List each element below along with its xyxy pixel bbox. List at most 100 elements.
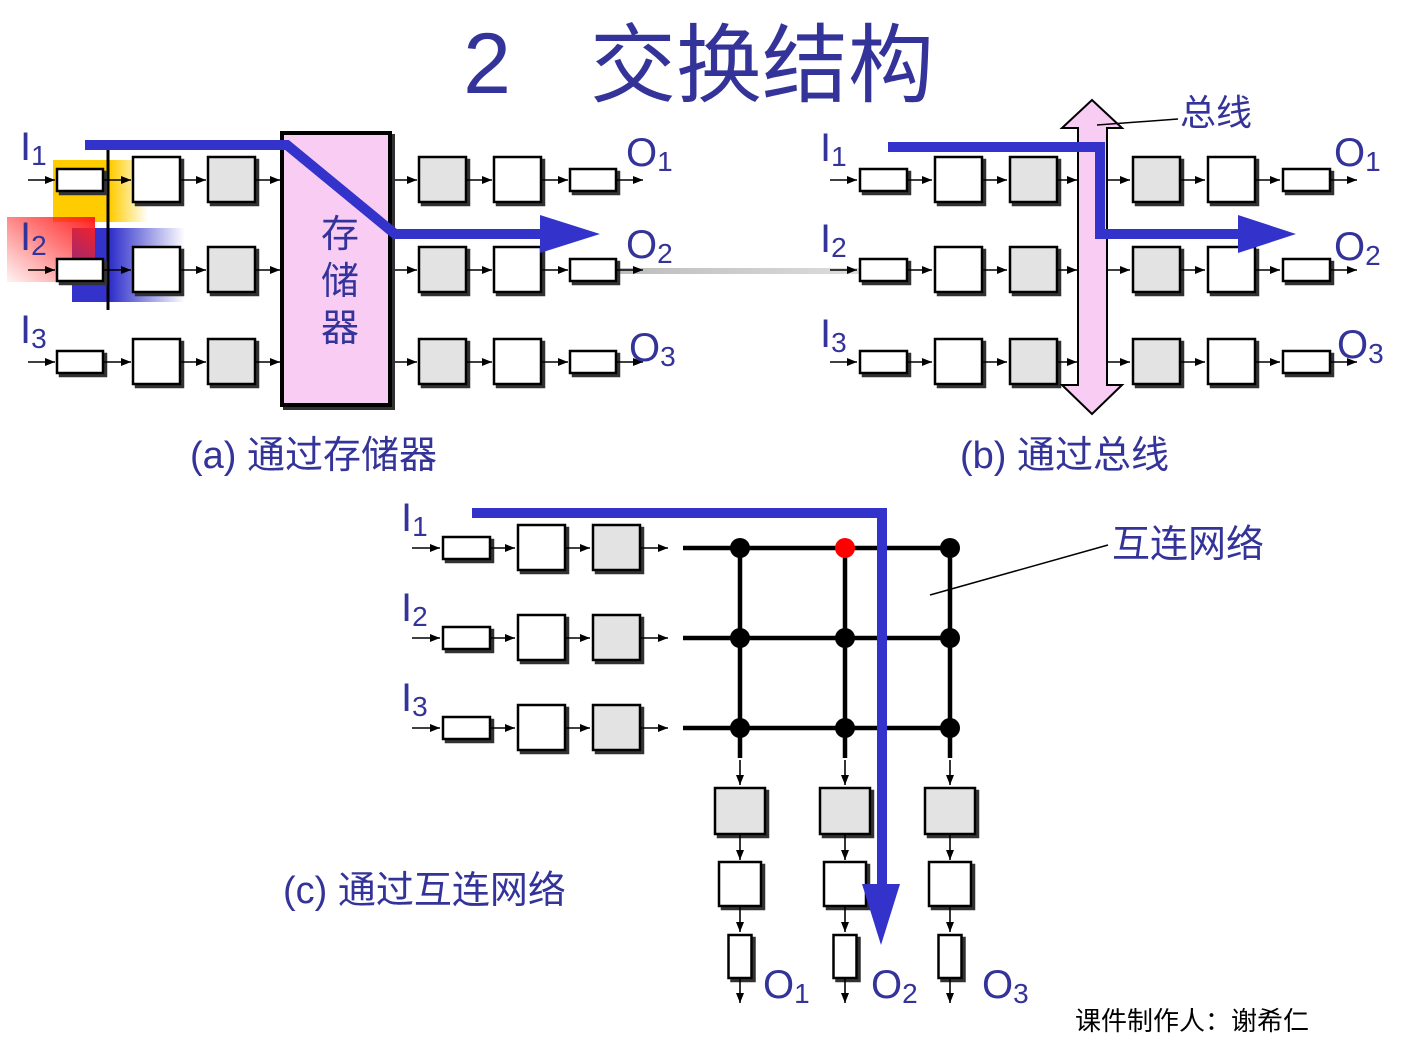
route-arrowhead	[862, 884, 900, 945]
output-processor	[417, 245, 468, 294]
input-label-2: I2	[401, 586, 428, 632]
input-row-2	[412, 613, 668, 662]
output-port	[1281, 167, 1332, 193]
label-letter: I	[401, 586, 412, 630]
output-label-1: O1	[626, 131, 673, 177]
label-subscript: 2	[31, 230, 47, 261]
network-output-ports	[713, 760, 977, 1003]
panel-link-line	[620, 268, 860, 274]
input-buffer	[933, 155, 984, 204]
label-subscript: 2	[902, 978, 918, 1009]
label-letter: I	[820, 312, 831, 356]
output-processor	[1131, 155, 1182, 204]
input-processor	[206, 155, 257, 204]
label-letter: O	[626, 131, 657, 175]
output-buffer	[492, 337, 543, 386]
route-line	[472, 508, 887, 888]
label-letter: I	[820, 126, 831, 170]
bus-switch-ports	[830, 155, 1357, 386]
crosspoint	[940, 538, 960, 558]
input-label-2: I2	[20, 215, 47, 261]
input-row-1	[412, 523, 668, 572]
output-buffer	[717, 860, 763, 908]
input-buffer	[933, 337, 984, 386]
input-buffer	[131, 245, 182, 294]
input-processor	[1008, 155, 1059, 204]
network-label: 互连网络	[1112, 524, 1264, 566]
output-processor	[923, 786, 977, 836]
label-subscript: 1	[412, 511, 428, 542]
memory-label-char: 器	[321, 308, 359, 350]
output-port	[568, 257, 618, 283]
input-buffer	[131, 337, 182, 386]
label-letter: I	[20, 308, 31, 352]
crosspoint	[730, 628, 750, 648]
caption-memory: (a) 通过存储器	[190, 435, 437, 477]
output-processor	[818, 786, 872, 836]
output-port	[1281, 257, 1332, 283]
input-port	[55, 349, 105, 375]
output-buffer	[492, 245, 543, 294]
label-subscript: 1	[31, 140, 47, 171]
crosspoint-active	[835, 538, 855, 558]
output-port	[568, 349, 618, 375]
label-subscript: 3	[1013, 978, 1029, 1009]
bus-double-arrow	[1059, 98, 1125, 416]
route-line	[85, 140, 545, 239]
input-buffer	[131, 155, 182, 204]
label-letter: O	[629, 326, 660, 370]
input-port	[858, 257, 909, 283]
memory-switch-ports	[28, 155, 643, 386]
bus-label: 总线	[1180, 92, 1252, 133]
crosspoint	[730, 538, 750, 558]
output-buffer	[492, 155, 543, 204]
input-processor	[1008, 245, 1059, 294]
port-row-2	[830, 245, 1357, 294]
input-label-2: I2	[820, 217, 847, 263]
label-subscript: 2	[831, 232, 847, 263]
network-label-leader	[929, 544, 1109, 596]
route-arrowhead	[1238, 215, 1296, 253]
input-port	[55, 167, 105, 193]
input-row-3	[412, 703, 668, 752]
label-letter: I	[401, 676, 412, 720]
network-input-ports	[412, 523, 668, 752]
input-label-1: I1	[820, 126, 847, 172]
output-label-2: O2	[1334, 225, 1381, 271]
port-row-1	[830, 155, 1357, 204]
label-letter: I	[20, 125, 31, 169]
label-letter: O	[871, 963, 902, 1007]
output-label-3: O3	[1337, 323, 1384, 369]
crosspoint	[730, 718, 750, 738]
input-label-3: I3	[820, 312, 847, 358]
route-arrowhead	[540, 215, 600, 253]
caption-network: (c) 通过互连网络	[283, 870, 566, 912]
output-buffer	[1206, 245, 1257, 294]
label-subscript: 3	[31, 323, 47, 354]
port-row-1	[28, 155, 643, 204]
label-subscript: 2	[1365, 240, 1381, 271]
output-label-1: O1	[1334, 131, 1381, 177]
input-port	[858, 349, 909, 375]
label-letter: O	[1337, 323, 1368, 367]
output-label-2: O2	[626, 223, 673, 269]
label-letter: I	[20, 215, 31, 259]
label-subscript: 1	[657, 146, 673, 177]
crosspoint	[940, 628, 960, 648]
output-port	[832, 933, 858, 980]
output-processor	[1131, 245, 1182, 294]
label-subscript: 1	[831, 141, 847, 172]
label-subscript: 1	[1365, 146, 1381, 177]
port-row-3	[28, 337, 643, 386]
input-processor	[591, 703, 642, 752]
input-label-3: I3	[401, 676, 428, 722]
output-label-3: O3	[982, 963, 1029, 1009]
output-port	[1281, 349, 1332, 375]
label-subscript: 2	[412, 601, 428, 632]
label-letter: O	[626, 223, 657, 267]
output-label-1: O1	[763, 963, 810, 1009]
output-buffer	[1206, 337, 1257, 386]
label-letter: O	[982, 963, 1013, 1007]
output-processor	[417, 337, 468, 386]
input-buffer	[516, 703, 567, 752]
